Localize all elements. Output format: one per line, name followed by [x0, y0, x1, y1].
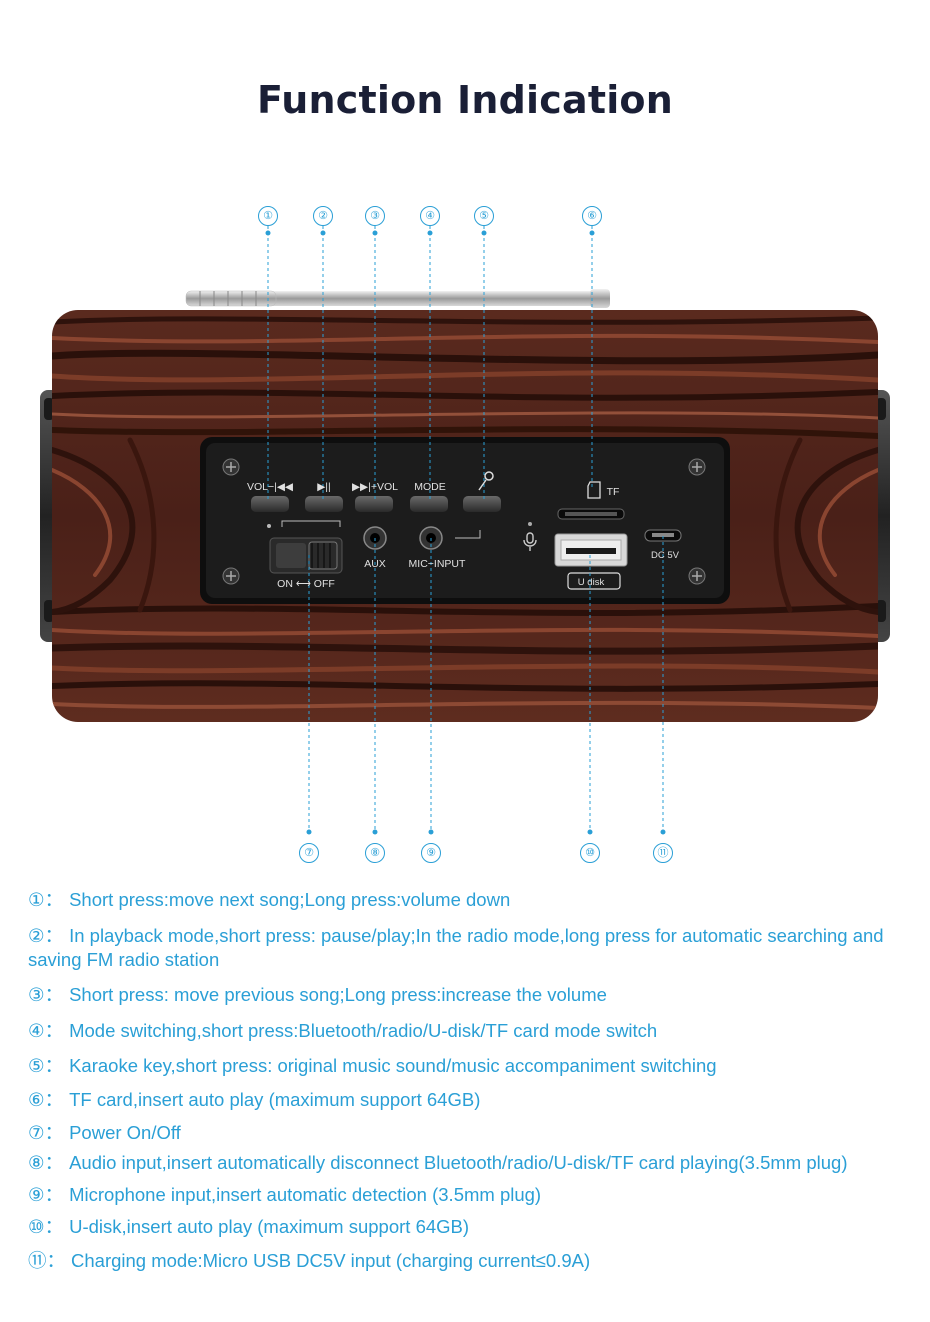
tf-slot: [557, 481, 625, 520]
mic-input-label: MIC−INPUT: [409, 558, 466, 570]
desc-marker: ⑦：: [28, 1122, 64, 1143]
desc-text: Short press: move previous song;Long pre…: [69, 984, 607, 1005]
desc-item-11: ⑪：Charging mode:Micro USB DC5V input (ch…: [28, 1249, 918, 1273]
desc-item-9: ⑨：Microphone input,insert automatic dete…: [28, 1183, 918, 1207]
panel-buttons: [251, 496, 501, 512]
dc-label: DC 5V: [651, 550, 680, 561]
desc-marker: ④：: [28, 1020, 64, 1041]
tf-label: TF: [607, 486, 620, 498]
marker-2: ②: [313, 206, 333, 226]
desc-marker: ⑧：: [28, 1152, 64, 1173]
desc-item-4: ④：Mode switching,short press:Bluetooth/r…: [28, 1019, 918, 1043]
desc-text: Mode switching,short press:Bluetooth/rad…: [69, 1020, 658, 1041]
mic-indicator: [523, 522, 537, 551]
marker-7: ⑦: [299, 843, 319, 863]
power-switch: [267, 520, 343, 574]
lead-lines: [267, 226, 664, 832]
desc-marker: ⑪：: [28, 1250, 66, 1271]
page-title: Function Indication: [256, 78, 673, 122]
udisk-label: U disk: [578, 577, 605, 588]
desc-item-6: ⑥：TF card,insert auto play (maximum supp…: [28, 1088, 918, 1112]
desc-item-7: ⑦：Power On/Off: [28, 1121, 918, 1145]
btn-vol-down-label: VOL−|◀◀: [247, 481, 294, 493]
marker-11: ⑪: [653, 843, 673, 863]
desc-text: Power On/Off: [69, 1122, 181, 1143]
desc-marker: ⑤：: [28, 1055, 64, 1076]
desc-text: Audio input,insert automatically disconn…: [69, 1152, 848, 1173]
speaker-svg: VOL−|◀◀ ▶|| ▶▶|+VOL MODE ON ⟷ OFF AUX MI…: [40, 226, 890, 835]
marker-1: ①: [258, 206, 278, 226]
desc-text: In playback mode,short press: pause/play…: [28, 925, 884, 970]
desc-item-8: ⑧：Audio input,insert automatically disco…: [28, 1151, 918, 1175]
desc-item-10: ⑩：U-disk,insert auto play (maximum suppo…: [28, 1215, 918, 1239]
usb-port: [554, 533, 628, 590]
micro-usb-port: [644, 529, 682, 542]
desc-item-1: ①：Short press:move next song;Long press:…: [28, 888, 918, 912]
marker-5: ⑤: [474, 206, 494, 226]
btn-mode-label: MODE: [414, 481, 446, 493]
marker-8: ⑧: [365, 843, 385, 863]
desc-marker: ⑨：: [28, 1184, 64, 1205]
marker-10: ⑩: [580, 843, 600, 863]
marker-3: ③: [365, 206, 385, 226]
switch-label: ON ⟷ OFF: [277, 578, 335, 590]
antenna: [185, 289, 610, 308]
desc-text: TF card,insert auto play (maximum suppor…: [69, 1089, 481, 1110]
desc-item-2: ②：In playback mode,short press: pause/pl…: [28, 924, 918, 972]
desc-marker: ⑥：: [28, 1089, 64, 1110]
control-panel: [200, 437, 730, 604]
karaoke-mic-icon: [478, 471, 494, 491]
btn-vol-up-label: ▶▶|+VOL: [352, 481, 398, 493]
desc-text: Charging mode:Micro USB DC5V input (char…: [71, 1250, 591, 1271]
desc-marker: ⑩：: [28, 1216, 64, 1237]
desc-text: Short press:move next song;Long press:vo…: [69, 889, 511, 910]
desc-marker: ①：: [28, 889, 64, 910]
desc-item-5: ⑤：Karaoke key,short press: original musi…: [28, 1054, 918, 1078]
desc-text: Microphone input,insert automatic detect…: [69, 1184, 542, 1205]
marker-4: ④: [420, 206, 440, 226]
btn-play-pause-label: ▶||: [317, 481, 331, 493]
desc-text: U-disk,insert auto play (maximum support…: [69, 1216, 470, 1237]
marker-9: ⑨: [421, 843, 441, 863]
product-illustration: VOL−|◀◀ ▶|| ▶▶|+VOL MODE ON ⟷ OFF AUX MI…: [40, 206, 890, 863]
desc-marker: ②：: [28, 925, 64, 946]
desc-text: Karaoke key,short press: original music …: [69, 1055, 717, 1076]
lead-dots: [265, 230, 666, 835]
aux-label: AUX: [364, 558, 386, 570]
marker-6: ⑥: [582, 206, 602, 226]
desc-item-3: ③：Short press: move previous song;Long p…: [28, 983, 918, 1007]
desc-marker: ③：: [28, 984, 64, 1005]
